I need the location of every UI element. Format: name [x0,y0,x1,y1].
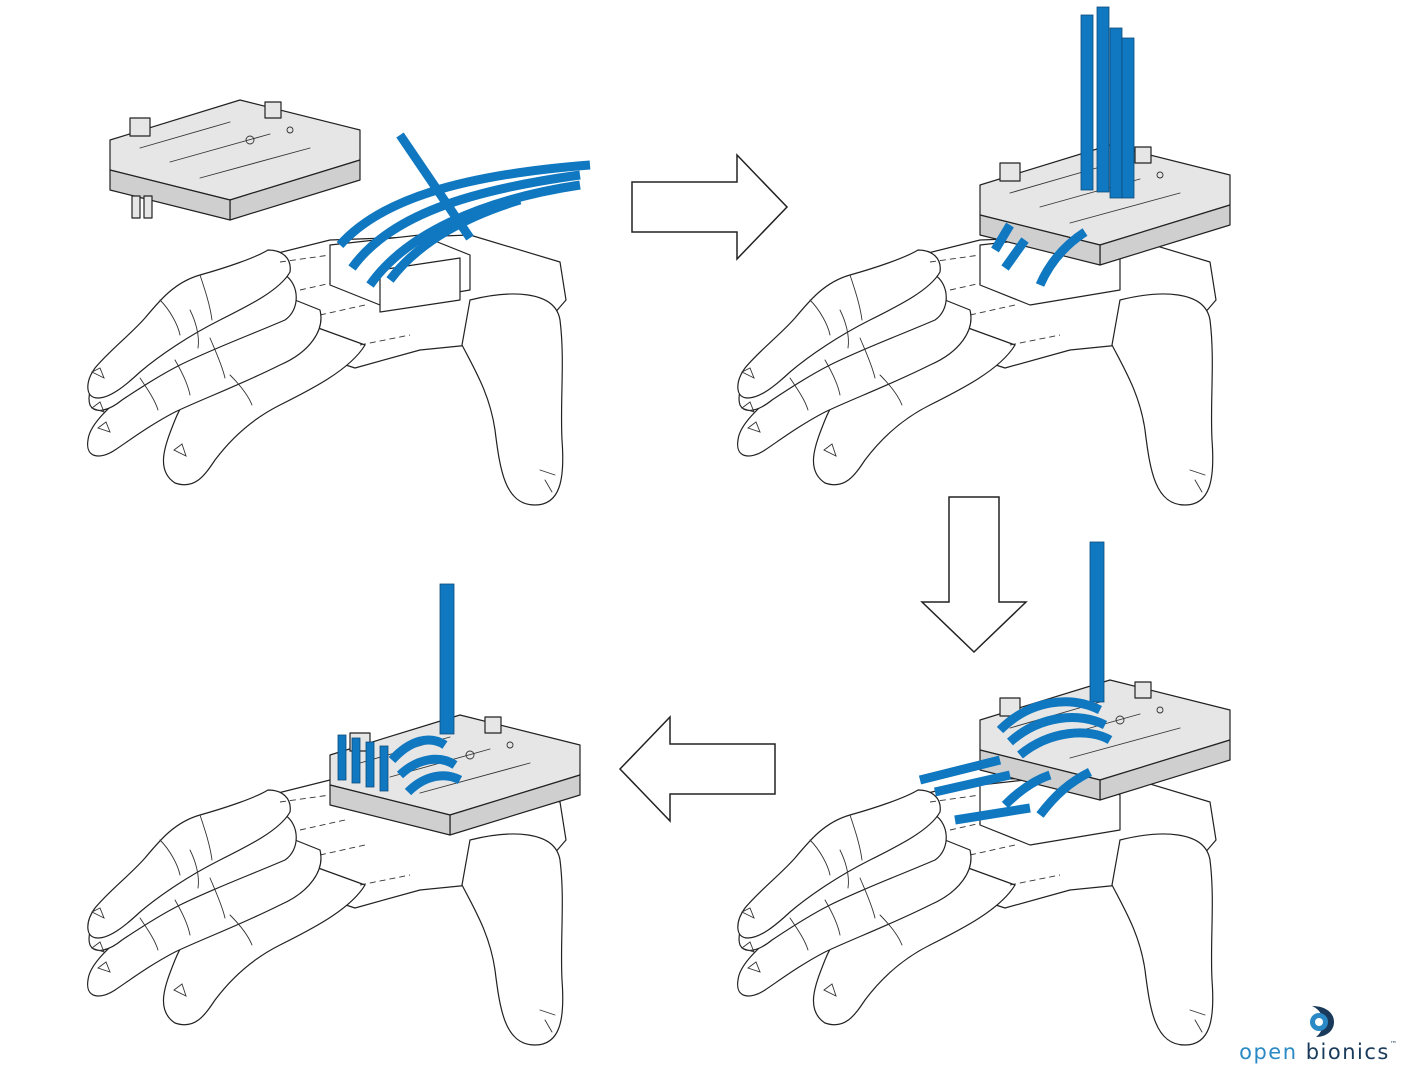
tendon [336,160,591,248]
tendon [1109,27,1123,199]
tendon [386,195,522,283]
logo-trademark: ™ [1389,1040,1397,1048]
step-3-panel [737,541,1231,1046]
tendon [396,132,474,241]
tendon [1080,14,1094,191]
tendon [1001,770,1052,809]
tendon [1035,228,1088,287]
tendon [991,222,1014,253]
tendons [337,583,463,796]
tendon [379,745,389,792]
tendon [1096,6,1110,193]
tendon [404,771,463,796]
tendon [365,741,375,788]
tendon [439,583,455,735]
electronics-board [109,99,361,221]
open-bionics-logo: open bionics™ [1233,1004,1403,1072]
logo-word-bionics: bionics [1305,1040,1390,1064]
tendon [1121,37,1135,199]
tendon [934,770,1011,797]
tendon [918,755,1002,785]
arrow-down [921,496,1027,653]
step-2-panel [737,6,1231,506]
tendon [366,180,581,288]
hand-outline [737,234,1217,506]
logo-wordmark: open bionics™ [1233,1040,1403,1064]
tendon [1089,541,1105,703]
tendon [388,735,448,764]
logo-word-open: open [1239,1040,1298,1064]
tendon [396,754,458,779]
tendons [918,541,1113,825]
hand-outline [87,234,567,506]
step-4-panel [87,583,581,1046]
tendon [954,803,1031,825]
arrow-right [631,154,788,260]
tendon [348,170,581,271]
tendons [336,132,591,288]
tendon [996,697,1103,734]
tendon [1017,728,1113,759]
tendon [337,734,347,781]
tendons [991,6,1135,287]
step-1-panel [87,99,591,506]
tendon [1001,237,1029,271]
tendon [1036,767,1093,818]
arrow-left [619,716,776,822]
open-bionics-logo-icon [1310,1006,1334,1037]
tendon [1006,713,1108,746]
tendon [351,737,361,784]
